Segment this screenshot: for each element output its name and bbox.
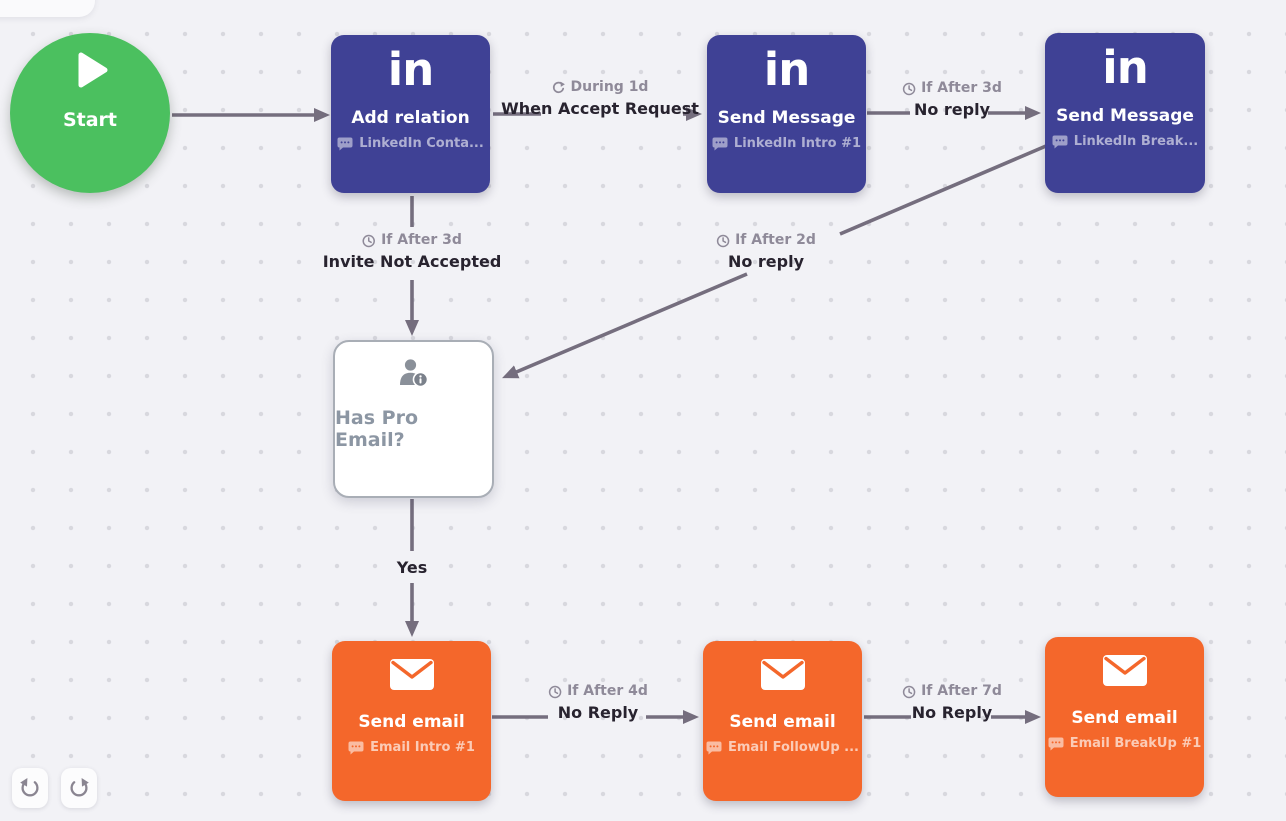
chat-bubble-icon bbox=[337, 137, 353, 150]
edge-label-no-reply-4d: If After 4d No Reply bbox=[548, 682, 648, 724]
node-title: Send Message bbox=[1056, 106, 1194, 126]
edge-label-text: No Reply bbox=[911, 703, 993, 722]
node-title: Add relation bbox=[351, 108, 470, 128]
edge-condition-text: If After 3d bbox=[921, 80, 1002, 96]
corner-overlay bbox=[0, 0, 95, 17]
edge-condition-text: If After 3d bbox=[381, 232, 462, 248]
edge-condition-text: During 1d bbox=[570, 79, 649, 95]
node-title: Has Pro Email? bbox=[335, 407, 418, 451]
node-subtitle: Email BreakUp #1 bbox=[1048, 736, 1202, 751]
edge-label-text: Invite Not Accepted bbox=[322, 252, 502, 271]
edge-label-text: Yes bbox=[396, 558, 428, 577]
edge-label-accept-request: During 1d When Accept Request bbox=[501, 78, 699, 120]
node-add-relation[interactable]: in Add relation LinkedIn Conta... bbox=[331, 35, 490, 193]
refresh-icon bbox=[553, 81, 566, 93]
play-icon bbox=[78, 52, 108, 88]
edge-condition-text: If After 4d bbox=[567, 683, 648, 699]
undo-icon bbox=[20, 778, 39, 797]
node-send-message-1[interactable]: in Send Message LinkedIn Intro #1 bbox=[707, 35, 866, 193]
clock-icon bbox=[362, 234, 376, 247]
envelope-icon bbox=[1102, 655, 1147, 686]
node-subtitle-text: LinkedIn Intro #1 bbox=[733, 136, 862, 151]
node-send-message-2[interactable]: in Send Message LinkedIn Break... bbox=[1045, 33, 1205, 193]
node-title: Send email bbox=[1071, 708, 1178, 728]
chat-bubble-icon bbox=[348, 741, 364, 754]
linkedin-logo: in bbox=[387, 43, 434, 96]
node-subtitle: LinkedIn Intro #1 bbox=[712, 136, 861, 151]
edge-condition: If After 3d bbox=[902, 79, 1002, 98]
chat-bubble-icon bbox=[1048, 737, 1064, 750]
node-subtitle-text: Email FollowUp ... bbox=[728, 740, 859, 755]
node-subtitle-text: Email BreakUp #1 bbox=[1069, 736, 1202, 751]
clock-icon bbox=[548, 685, 562, 698]
clock-icon bbox=[902, 685, 916, 698]
edge-condition: If After 3d bbox=[323, 231, 502, 250]
edge-label-text: When Accept Request bbox=[501, 99, 699, 118]
start-node[interactable]: Start bbox=[10, 33, 170, 193]
edge-condition: If After 4d bbox=[548, 682, 648, 701]
edge-condition: During 1d bbox=[501, 78, 699, 97]
start-label: Start bbox=[62, 109, 118, 131]
linkedin-logo: in bbox=[1102, 41, 1148, 94]
undo-button[interactable] bbox=[12, 768, 48, 808]
edge-condition: If After 2d bbox=[716, 231, 816, 250]
edge-label-text: No reply bbox=[727, 252, 805, 271]
edge-label-yes: Yes bbox=[397, 556, 428, 579]
node-title: Send email bbox=[729, 712, 836, 732]
node-subtitle: LinkedIn Conta... bbox=[337, 136, 484, 151]
node-title: Send Message bbox=[717, 108, 856, 128]
edge-label-no-reply-2d: If After 2d No reply bbox=[716, 231, 816, 273]
node-subtitle: LinkedIn Break... bbox=[1052, 134, 1198, 149]
chat-bubble-icon bbox=[706, 741, 722, 754]
node-title: Send email bbox=[358, 712, 465, 732]
edge-label-text: No reply bbox=[913, 100, 991, 119]
edge-condition-text: If After 2d bbox=[735, 232, 816, 248]
person-info-icon bbox=[399, 359, 428, 388]
redo-button[interactable] bbox=[61, 768, 97, 808]
linkedin-logo: in bbox=[763, 43, 810, 96]
node-has-pro-email[interactable]: Has Pro Email? bbox=[333, 340, 494, 498]
node-subtitle-text: Email Intro #1 bbox=[370, 740, 475, 755]
node-subtitle: Email FollowUp ... bbox=[706, 740, 859, 755]
edge-label-text: No Reply bbox=[557, 703, 639, 722]
edge-no-reply-2d-diagonal bbox=[502, 144, 1047, 379]
node-send-email-3[interactable]: Send email Email BreakUp #1 bbox=[1045, 637, 1204, 797]
node-subtitle-text: LinkedIn Conta... bbox=[359, 136, 484, 151]
clock-icon bbox=[716, 234, 730, 247]
chat-bubble-icon bbox=[1052, 135, 1068, 148]
clock-icon bbox=[902, 82, 916, 95]
node-send-email-2[interactable]: Send email Email FollowUp ... bbox=[703, 641, 862, 801]
node-subtitle-text: LinkedIn Break... bbox=[1073, 134, 1199, 149]
edge-label-no-reply-7d: If After 7d No Reply bbox=[902, 682, 1002, 724]
edge-condition-text: If After 7d bbox=[921, 683, 1002, 699]
node-subtitle: Email Intro #1 bbox=[348, 740, 475, 755]
node-send-email-1[interactable]: Send email Email Intro #1 bbox=[332, 641, 491, 801]
chat-bubble-icon bbox=[712, 137, 728, 150]
edge-condition: If After 7d bbox=[902, 682, 1002, 701]
edge-label-no-reply-3d: If After 3d No reply bbox=[902, 79, 1002, 121]
envelope-icon bbox=[389, 659, 434, 690]
redo-icon bbox=[70, 778, 89, 797]
edge-label-invite-not-accepted: If After 3d Invite Not Accepted bbox=[323, 231, 502, 273]
envelope-icon bbox=[760, 659, 805, 690]
